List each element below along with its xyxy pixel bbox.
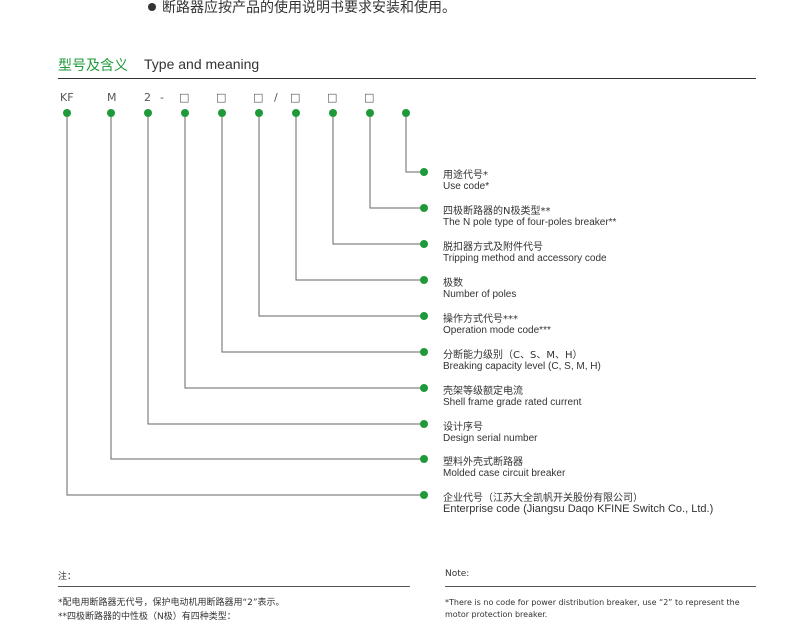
dot-code-2 [144,109,152,117]
dot-item-breaking [420,348,428,356]
item-breaking-en: Breaking capacity level (C, S, M, H) [443,361,601,372]
section-title-rule [58,78,756,79]
dot-item-molded-case [420,455,428,463]
item-operation-cn: 操作方式代号*** [443,314,518,325]
item-tripping-en: Tripping method and accessory code [443,253,607,264]
dot-item-frame-current [420,384,428,392]
code-char-kf: KF [60,91,74,104]
notes-rule-cn [58,586,410,587]
dot-code-box-1 [181,109,189,117]
code-box-poles: □ [290,91,301,104]
dot-item-tripping [420,240,428,248]
item-poles-en: Number of poles [443,289,517,300]
connector-line-n-pole [369,113,424,209]
item-use-code-en: Use code* [443,181,490,192]
code-box-tripping: □ [327,91,338,104]
dot-item-use-code [420,168,428,176]
item-enterprise-en: Enterprise code (Jiangsu Daqo KFINE Swit… [443,503,714,515]
item-design-serial-cn: 设计序号 [443,422,483,433]
code-char-slash: / [274,91,278,104]
item-molded-case-cn: 塑料外壳式断路器 [443,457,523,468]
code-char-dash: - [160,91,164,104]
notes-heading-cn: 注： [58,572,77,582]
connector-line-use-code [405,113,424,173]
dot-item-enterprise [420,491,428,499]
connector-line-enterprise [66,113,424,496]
installation-note: 断路器应按产品的使用说明书要求安装和使用。 [162,0,456,16]
item-design-serial-en: Design serial number [443,433,538,444]
item-frame-current-en: Shell frame grade rated current [443,397,582,408]
dot-code-box-6 [366,109,374,117]
dot-item-design-serial [420,420,428,428]
note-line-en-2: motor protection breaker. [445,610,548,619]
dot-code-m [107,109,115,117]
dot-item-poles [420,276,428,284]
code-box-n-pole: □ [364,91,375,104]
code-box-breaking-capacity: □ [216,91,227,104]
item-frame-current-cn: 壳架等级额定电流 [443,386,523,397]
dot-item-operation [420,312,428,320]
item-poles-cn: 极数 [443,278,463,289]
connector-line-operation [258,113,424,317]
notes-rule-en [445,586,756,587]
item-tripping-cn: 脱扣器方式及附件代号 [443,242,543,253]
dot-code-box-2 [218,109,226,117]
connector-line-frame-current [184,113,424,389]
note-line-cn-2: **四极断路器的中性极（N极）有四种类型： [58,612,236,622]
note-line-cn-1: *配电用断路器无代号，保护电动机用断路器用“2”表示。 [58,598,285,608]
connector-line-molded-case [110,113,424,460]
item-molded-case-en: Molded case circuit breaker [443,468,566,479]
dot-item-n-pole [420,204,428,212]
dot-code-box-5 [329,109,337,117]
item-operation-en: Operation mode code*** [443,325,551,336]
item-n-pole-en: The N pole type of four-poles breaker** [443,217,617,228]
notes-heading-en: Note: [445,569,470,579]
code-char-m: M [107,91,117,104]
connector-line-breaking [221,113,424,353]
item-breaking-cn: 分断能力级别（C、S、M、H） [443,350,583,361]
dot-code-box-7 [402,109,410,117]
connector-line-design-serial [147,113,424,425]
dot-code-box-3 [255,109,263,117]
item-n-pole-cn: 四极断路器的N极类型** [443,206,551,217]
note-line-en-1: *There is no code for power distribution… [445,598,740,607]
code-char-2: 2 [144,91,151,104]
connector-line-tripping [332,113,424,245]
dot-code-kf [63,109,71,117]
item-use-code-cn: 用途代号* [443,170,488,181]
code-box-frame-current: □ [179,91,190,104]
section-title-cn: 型号及含义 [58,58,128,74]
note-bullet [148,3,156,11]
code-box-operation-mode: □ [253,91,264,104]
dot-code-box-4 [292,109,300,117]
connector-line-poles [295,113,424,281]
item-enterprise-cn: 企业代号（江苏大全凯帆开关股份有限公司） [443,493,643,504]
section-title-en: Type and meaning [144,56,260,72]
